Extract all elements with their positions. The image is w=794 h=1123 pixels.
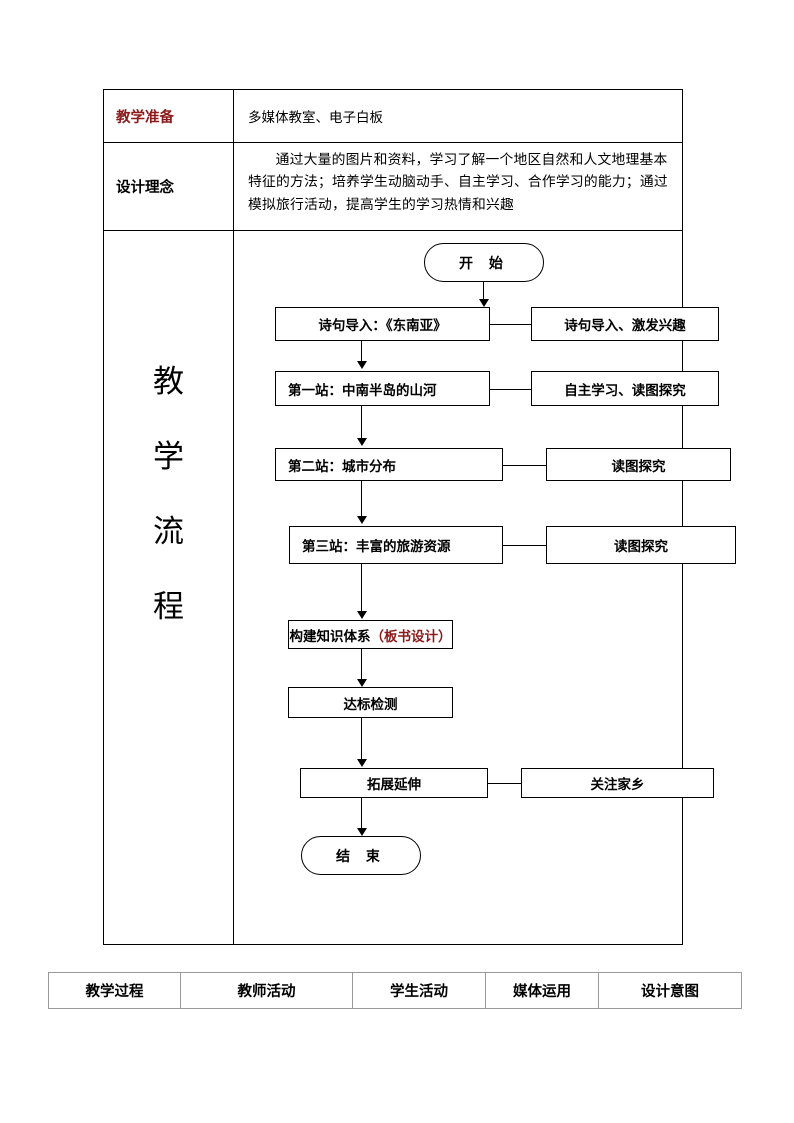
connector-station3-to-note bbox=[503, 545, 547, 547]
flow-node-station2: 第二站：城市分布 bbox=[275, 448, 503, 481]
arrow-test-to-extend bbox=[357, 759, 367, 767]
flowchart: 开 始 诗句导入：《东南亚》 诗句导入、激发兴趣 第一站：中 bbox=[234, 231, 736, 944]
flow-node-station2-label: 第二站：城市分布 bbox=[288, 458, 396, 474]
flow-label-char-2: 学 bbox=[153, 439, 184, 474]
bottom-header-design-intent: 设计意图 bbox=[641, 984, 699, 1000]
connector-station1-to-station2 bbox=[361, 406, 363, 444]
flow-node-knowledge-label: 构建知识体系 bbox=[289, 628, 371, 644]
table-row-teaching-flow: 教 学 流 程 开 始 诗句导入：《东南亚》 bbox=[104, 231, 736, 944]
bottom-header-media-use: 媒体运用 bbox=[486, 973, 599, 1008]
arrow-station2-to-station3 bbox=[357, 516, 367, 524]
bottom-header-teacher-activity: 教师活动 bbox=[181, 973, 353, 1008]
flow-node-end-label: 结 束 bbox=[336, 847, 386, 864]
connector-extend-to-note bbox=[488, 783, 522, 785]
arrow-intro-to-station1 bbox=[357, 361, 367, 369]
connector-test-to-extend bbox=[361, 718, 363, 765]
connector-intro-to-station1 bbox=[361, 341, 363, 367]
flow-node-station3: 第三站：丰富的旅游资源 bbox=[289, 526, 503, 564]
flow-note-station1: 自主学习、读图探究 bbox=[531, 371, 719, 406]
flow-label-char-4: 程 bbox=[153, 589, 184, 624]
row-label-design-idea: 设计理念 bbox=[104, 143, 234, 230]
flow-node-extend: 拓展延伸 bbox=[300, 768, 488, 798]
flow-node-test-label: 达标检测 bbox=[343, 696, 398, 712]
flow-node-intro: 诗句导入：《东南亚》 bbox=[275, 307, 490, 341]
connector-start-to-intro bbox=[483, 282, 485, 305]
flow-node-station3-label: 第三站：丰富的旅游资源 bbox=[302, 539, 451, 554]
arrow-extend-to-end bbox=[357, 828, 367, 836]
flow-note-station3: 读图探究 bbox=[546, 526, 736, 564]
flow-note-extend: 关注家乡 bbox=[521, 768, 714, 798]
row-value-preparation-cell: 多媒体教室、电子白板 bbox=[234, 90, 682, 142]
connector-station2-to-station3 bbox=[361, 481, 363, 522]
row-value-preparation: 多媒体教室、电子白板 bbox=[248, 110, 383, 125]
flow-node-intro-label: 诗句导入：《东南亚》 bbox=[318, 318, 447, 333]
flow-note-station2: 读图探究 bbox=[546, 448, 731, 481]
flow-note-station2-label: 读图探究 bbox=[611, 458, 666, 474]
table-row-preparation: 教学准备 多媒体教室、电子白板 bbox=[104, 90, 682, 143]
flow-note-station3-label: 读图探究 bbox=[614, 539, 668, 554]
flow-node-extend-label: 拓展延伸 bbox=[367, 777, 421, 792]
bottom-header-student-activity: 学生活动 bbox=[353, 973, 486, 1008]
flow-node-knowledge-label-red: （板书设计） bbox=[370, 628, 452, 644]
flow-label-char-1: 教 bbox=[153, 364, 184, 399]
row-label-teaching-flow-cell: 教 学 流 程 bbox=[104, 231, 234, 944]
flow-note-station1-label: 自主学习、读图探究 bbox=[564, 382, 686, 398]
process-header-table: 教学过程 教师活动 学生活动 媒体运用 设计意图 bbox=[48, 972, 742, 1009]
bottom-header-teaching-process: 教学过程 bbox=[49, 973, 181, 1008]
flow-note-extend-label: 关注家乡 bbox=[590, 777, 645, 792]
row-label-preparation: 教学准备 bbox=[104, 90, 234, 142]
table-row-design-idea: 设计理念 通过大量的图片和资料，学习了解一个地区自然和人文地理基本特征的方法；培… bbox=[104, 143, 682, 231]
connector-extend-to-end bbox=[361, 798, 363, 834]
flow-note-intro: 诗句导入、激发兴趣 bbox=[531, 307, 719, 341]
row-label-teaching-flow: 教 学 流 程 bbox=[153, 366, 184, 666]
flow-node-knowledge: 构建知识体系（板书设计） bbox=[288, 620, 453, 649]
flow-node-test: 达标检测 bbox=[288, 687, 453, 718]
connector-station1-to-note bbox=[490, 389, 532, 391]
row-value-design-idea-cell: 通过大量的图片和资料，学习了解一个地区自然和人文地理基本特征的方法；培养学生动脑… bbox=[234, 143, 682, 230]
row-value-design-idea: 通过大量的图片和资料，学习了解一个地区自然和人文地理基本特征的方法；培养学生动脑… bbox=[248, 152, 668, 212]
arrow-station3-to-knowledge bbox=[357, 611, 367, 619]
arrow-knowledge-to-test bbox=[357, 679, 367, 687]
flow-node-station1-label: 第一站：中南半岛的山河 bbox=[288, 382, 437, 398]
flowchart-cell: 开 始 诗句导入：《东南亚》 诗句导入、激发兴趣 第一站：中 bbox=[234, 231, 736, 944]
connector-station2-to-note bbox=[503, 465, 547, 467]
flow-node-start-label: 开 始 bbox=[459, 254, 509, 271]
flow-label-char-3: 流 bbox=[153, 514, 184, 549]
connector-intro-to-note bbox=[490, 324, 532, 326]
flow-note-intro-label: 诗句导入、激发兴趣 bbox=[564, 318, 686, 333]
flow-node-end: 结 束 bbox=[301, 836, 421, 875]
connector-station3-to-knowledge bbox=[361, 564, 363, 617]
flow-node-station1: 第一站：中南半岛的山河 bbox=[275, 371, 490, 406]
flow-node-start: 开 始 bbox=[424, 243, 544, 282]
arrow-start-to-intro bbox=[479, 299, 489, 307]
lesson-plan-table: 教学准备 多媒体教室、电子白板 设计理念 通过大量的图片和资料，学习了解一个地区… bbox=[103, 89, 736, 945]
connector-knowledge-to-test bbox=[361, 649, 363, 685]
arrow-station1-to-station2 bbox=[357, 438, 367, 446]
